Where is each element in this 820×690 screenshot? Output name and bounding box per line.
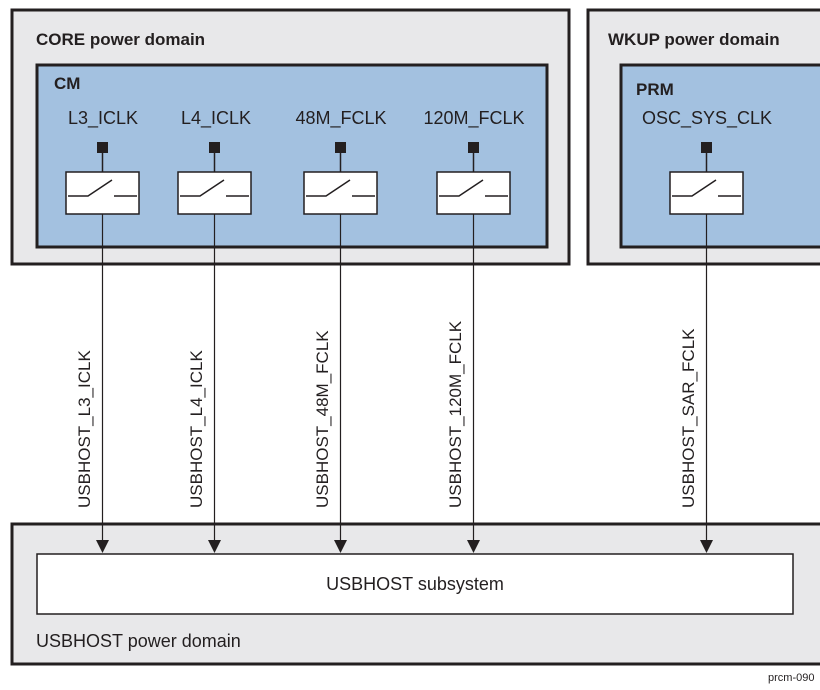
arrowhead-usbhost-sar-fclk <box>700 540 713 553</box>
clock-gate-48m-fclk <box>303 142 378 215</box>
wkup-power-domain-label: WKUP power domain <box>608 30 780 49</box>
arrowhead-usbhost-l3-iclk <box>96 540 109 553</box>
prm-label: PRM <box>636 80 674 99</box>
usbhost-power-domain-label: USBHOST power domain <box>36 631 241 651</box>
core-power-domain-label: CORE power domain <box>36 30 205 49</box>
signal-label-usbhost-l3-iclk: USBHOST_L3_ICLK <box>75 350 94 508</box>
clock-gate-osc-sys-clk <box>669 142 744 215</box>
arrowhead-usbhost-l4-iclk <box>208 540 221 553</box>
prm-block <box>619 63 820 249</box>
arrowhead-usbhost-120m-fclk <box>467 540 480 553</box>
cm-block <box>35 63 549 249</box>
cm-label: CM <box>54 74 80 93</box>
clock-label-120m-fclk: 120M_FCLK <box>423 108 524 129</box>
clock-label-48m-fclk: 48M_FCLK <box>295 108 386 129</box>
clock-gate-l3-iclk <box>65 142 140 215</box>
signal-label-usbhost-sar-fclk: USBHOST_SAR_FCLK <box>679 328 698 508</box>
clock-label-osc-sys-clk: OSC_SYS_CLK <box>642 108 772 129</box>
signal-label-usbhost-120m-fclk: USBHOST_120M_FCLK <box>446 320 465 508</box>
usbhost-subsystem-label: USBHOST subsystem <box>326 574 504 594</box>
signal-label-usbhost-l4-iclk: USBHOST_L4_ICLK <box>187 350 206 508</box>
clock-gate-l4-iclk <box>177 142 252 215</box>
clock-label-l3-iclk: L3_ICLK <box>68 108 138 129</box>
usbhost-subsystem <box>36 553 794 615</box>
arrowhead-usbhost-48m-fclk <box>334 540 347 553</box>
figure-id: prcm-090 <box>768 672 814 684</box>
clock-label-l4-iclk: L4_ICLK <box>181 108 251 129</box>
signal-label-usbhost-48m-fclk: USBHOST_48M_FCLK <box>313 330 332 508</box>
